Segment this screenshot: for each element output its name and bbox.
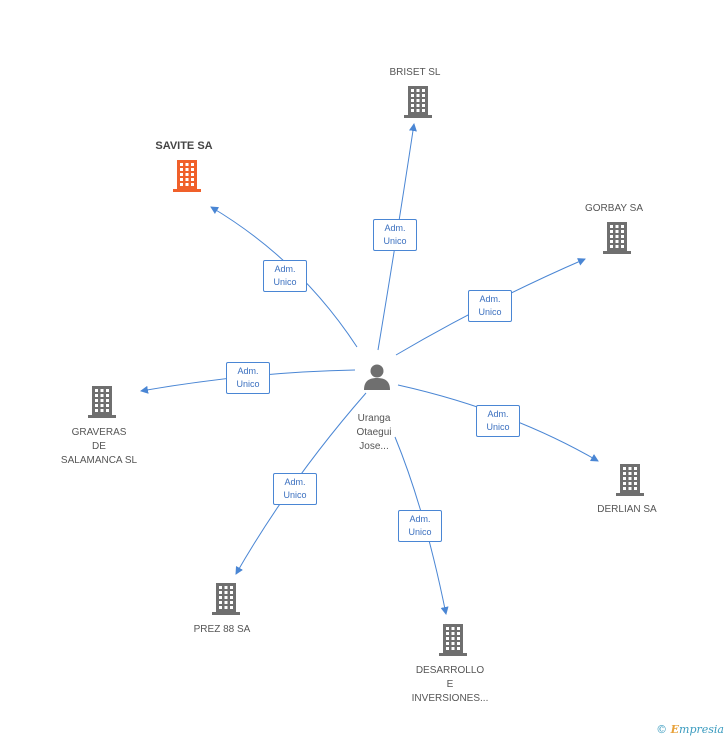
- edge-label-graveras[interactable]: Adm. Unico: [226, 362, 270, 394]
- company-name-desarrollo[interactable]: DESARROLLO E INVERSIONES...: [411, 665, 489, 704]
- building-icon[interactable]: [173, 159, 201, 198]
- edge-role-line1: Adm.: [237, 366, 259, 376]
- edge-label-gorbay[interactable]: Adm. Unico: [468, 290, 512, 322]
- edge-role-line2: Unico: [273, 277, 297, 287]
- person-name-label[interactable]: Uranga Otaegui Jose...: [356, 413, 392, 452]
- edge-role-line2: Unico: [236, 379, 260, 389]
- brand-watermark: © Empresia: [656, 723, 724, 736]
- company-name-briset[interactable]: BRISET SL: [389, 67, 441, 78]
- edge-label-derlian[interactable]: Adm. Unico: [476, 405, 520, 437]
- edge-role-line2: Unico: [486, 422, 510, 432]
- company-name-savite[interactable]: SAVITE SA: [155, 140, 213, 152]
- edge-role-line2: Unico: [383, 236, 407, 246]
- company-name-prez88[interactable]: PREZ 88 SA: [193, 624, 251, 635]
- building-icon[interactable]: [439, 623, 467, 662]
- edge-role-line2: Unico: [408, 527, 432, 537]
- edge-role-line1: Adm.: [384, 223, 406, 233]
- building-icon[interactable]: [212, 582, 240, 621]
- edge-role-line1: Adm.: [409, 514, 431, 524]
- building-icon[interactable]: [603, 221, 631, 260]
- copyright-symbol: ©: [656, 723, 668, 736]
- edge-label-briset[interactable]: Adm. Unico: [373, 219, 417, 251]
- building-icon[interactable]: [88, 385, 116, 424]
- edge-label-savite[interactable]: Adm. Unico: [263, 260, 307, 292]
- edge-role-line2: Unico: [283, 490, 307, 500]
- edge-label-prez88[interactable]: Adm. Unico: [273, 473, 317, 505]
- brand-name: mpresia: [679, 723, 724, 736]
- brand-initial: E: [670, 723, 680, 736]
- edge-label-desarrollo[interactable]: Adm. Unico: [398, 510, 442, 542]
- edge-role-line1: Adm.: [274, 264, 296, 274]
- edge-role-line1: Adm.: [284, 477, 306, 487]
- edge-role-line2: Unico: [478, 307, 502, 317]
- building-icon[interactable]: [404, 85, 432, 124]
- company-name-graveras[interactable]: GRAVERAS DE SALAMANCA SL: [60, 427, 138, 466]
- company-name-gorbay[interactable]: GORBAY SA: [585, 203, 643, 214]
- edge-role-line1: Adm.: [479, 294, 501, 304]
- building-icon[interactable]: [616, 463, 644, 502]
- person-icon[interactable]: [363, 363, 391, 396]
- company-name-derlian[interactable]: DERLIAN SA: [597, 504, 657, 515]
- edge-role-line1: Adm.: [487, 409, 509, 419]
